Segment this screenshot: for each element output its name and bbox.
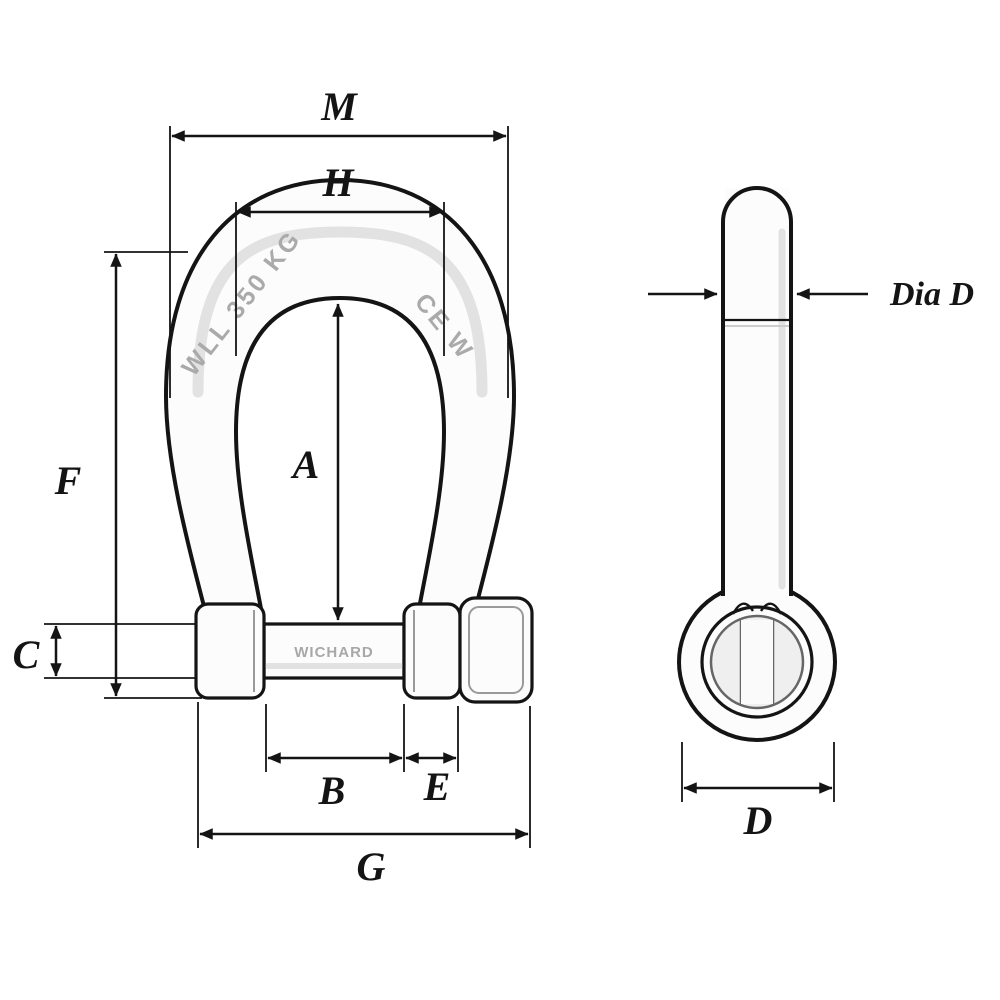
dim-B: B (265, 704, 405, 813)
dimension-annotations-side: Dia D D (648, 276, 974, 843)
eye-ear-right (759, 602, 783, 615)
dim-M: M (169, 84, 509, 398)
pin-engraving: WICHARD (294, 644, 374, 661)
dim-A-label: A (290, 442, 320, 487)
pin-head (458, 596, 534, 704)
pin-head-inner (468, 606, 524, 694)
dim-D: D (681, 742, 835, 843)
dim-E: E (405, 706, 459, 809)
dim-G-label: G (357, 844, 386, 889)
dim-C-label: C (13, 632, 41, 677)
dim-diaD-label: Dia D (889, 276, 974, 313)
dim-E-label: E (423, 764, 451, 809)
dim-C: C (13, 623, 196, 679)
dim-D-label: D (743, 798, 773, 843)
right-boss (402, 602, 462, 700)
bow-shading (192, 226, 488, 398)
bow-outline (164, 178, 516, 616)
left-boss (194, 602, 266, 700)
dim-B-label: B (318, 768, 346, 813)
front-view: WLL 350 KG CE W WICHARD (164, 178, 534, 704)
dim-H-label: H (321, 160, 355, 205)
dim-H: H (235, 160, 445, 356)
side-view (677, 186, 837, 742)
dim-F: F (54, 251, 202, 699)
dim-G: G (197, 702, 531, 889)
dim-F-label: F (54, 458, 82, 503)
pin-slot-face (741, 620, 773, 704)
dim-M-label: M (320, 84, 358, 129)
dimension-annotations-front: M H A F C (13, 84, 531, 889)
dim-A: A (290, 303, 344, 621)
shaft-body (725, 188, 789, 604)
eye-ear-left (731, 602, 755, 615)
dim-dia-d: Dia D (648, 276, 974, 313)
shaft-outline (721, 186, 793, 596)
